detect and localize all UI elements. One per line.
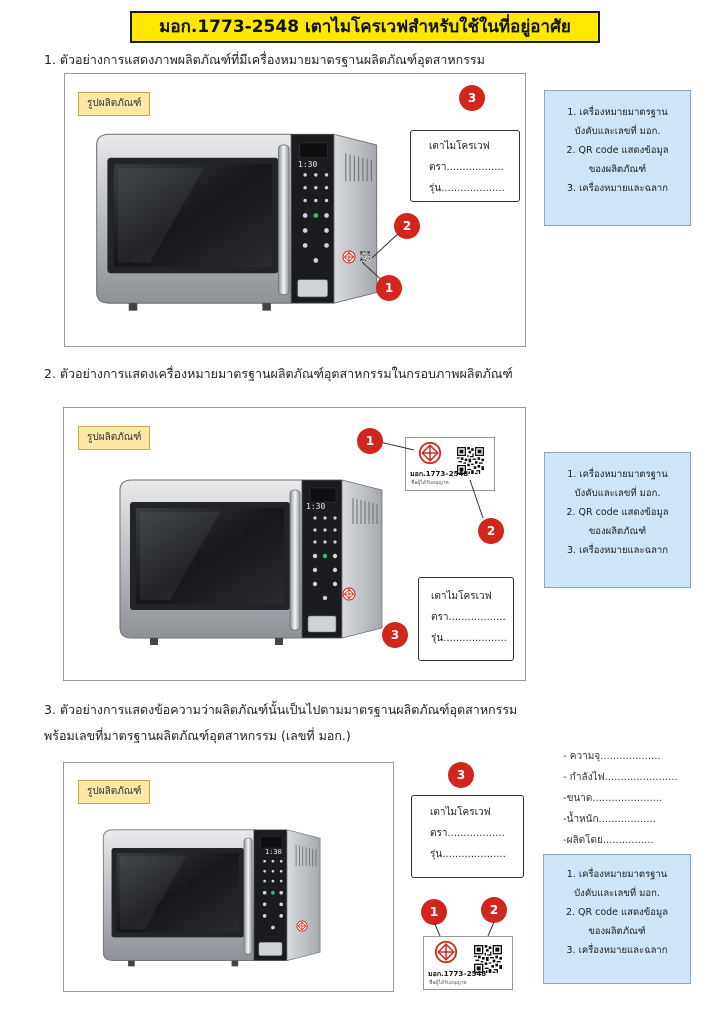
- product-label-3: รูปผลิตภัณฑ์: [78, 780, 151, 804]
- legend-item-2a: 2. QR code แสดงข้อมูล: [566, 507, 669, 518]
- legend-item-2a: 2. QR code แสดงข้อมูล: [566, 145, 669, 156]
- info-line-name: เตาไมโครเวฟ: [430, 807, 491, 818]
- legend-item-1a: 1. เครื่องหมายมาตรฐาน: [566, 869, 668, 880]
- tis-number-3: มอก.1773–2548: [428, 970, 487, 978]
- microwave-image-2: [119, 479, 383, 646]
- tis-mark-small-3: [296, 920, 308, 932]
- info-line-model: รุ่น....................: [430, 849, 506, 860]
- badge-2-sec3: 2: [481, 897, 507, 923]
- product-info-box-2: เตาไมโครเวฟ ตรา.................. รุ่น..…: [418, 577, 514, 661]
- legend-item-1b: บังคับและเลขที่ มอก.: [574, 888, 660, 899]
- spec-weight: -น้ำหนัก..................: [563, 814, 656, 825]
- section-3-heading-line1: 3. ตัวอย่างการแสดงข้อความว่าผลิตภัณฑ์นั้…: [44, 702, 518, 717]
- info-line-brand: ตรา..................: [431, 612, 506, 623]
- badge-2-sec1: 2: [394, 213, 420, 239]
- badge-3-sec3: 3: [448, 762, 474, 788]
- display-time-3: 1:30: [265, 848, 282, 856]
- legend-box-2: 1. เครื่องหมายมาตรฐาน บังคับและเลขที่ มอ…: [544, 452, 691, 588]
- badge-1-sec1: 1: [376, 275, 402, 301]
- product-label-1: รูปผลิตภัณฑ์: [78, 92, 151, 116]
- page-title: มอก.1773-2548 เตาไมโครเวฟสำหรับใช้ในที่อ…: [130, 11, 600, 43]
- legend-item-1b: บังคับและเลขที่ มอก.: [574, 488, 661, 499]
- legend-box-1: 1. เครื่องหมายมาตรฐาน บังคับและเลขที่ มอ…: [544, 90, 691, 226]
- spec-manufacturer: -ผลิตโดย................: [563, 835, 654, 846]
- info-line-brand: ตรา..................: [430, 828, 505, 839]
- tis-mark-small-2: [342, 587, 356, 601]
- info-line-model: รุ่น....................: [431, 633, 507, 644]
- legend-item-1a: 1. เครื่องหมายมาตรฐาน: [567, 107, 668, 118]
- legend-item-2b: ของผลิตภัณฑ์: [588, 526, 647, 537]
- section-1-heading: 1. ตัวอย่างการแสดงภาพผลิตภัณฑ์ที่มีเครื่…: [44, 52, 485, 67]
- display-time-1: 1:30: [298, 160, 318, 169]
- legend-item-3: 3. เครื่องหมายและฉลาก: [567, 545, 668, 556]
- tis-licensee-2: ชื่อผู้ได้รับอนุญาต: [411, 480, 449, 486]
- legend-item-2a: 2. QR code แสดงข้อมูล: [565, 907, 669, 918]
- product-info-box-1: เตาไมโครเวฟ ตรา.................. รุ่น..…: [410, 130, 520, 202]
- legend-item-3: 3. เครื่องหมายและฉลาก: [566, 945, 668, 956]
- tis-number-2: มอก.1773–2548: [410, 470, 469, 478]
- info-line-model: รุ่น....................: [429, 183, 505, 194]
- spec-list: - ความจุ................... - กำลังไฟ...…: [563, 746, 678, 851]
- spec-size: -ขนาด......................: [563, 793, 663, 804]
- info-line-name: เตาไมโครเวฟ: [431, 591, 492, 602]
- legend-item-1b: บังคับและเลขที่ มอก.: [574, 126, 661, 137]
- badge-3-sec2: 3: [382, 622, 408, 648]
- spec-power: - กำลังไฟ.......................: [563, 772, 678, 783]
- info-line-brand: ตรา..................: [429, 162, 504, 173]
- legend-box-3: 1. เครื่องหมายมาตรฐาน บังคับและเลขที่ มอ…: [543, 854, 691, 984]
- spec-capacity: - ความจุ...................: [563, 751, 661, 762]
- badge-1-sec3: 1: [421, 899, 447, 925]
- legend-item-3: 3. เครื่องหมายและฉลาก: [567, 183, 668, 194]
- callout-lines-3: [433, 921, 495, 937]
- badge-1-sec2: 1: [357, 428, 383, 454]
- display-time-2: 1:30: [306, 502, 326, 511]
- legend-item-2b: ของผลิตภัณฑ์: [588, 164, 647, 175]
- tis-mark-3: [434, 940, 458, 964]
- legend-item-2b: ของผลิตภัณฑ์: [588, 926, 646, 937]
- section-3-heading-line2: พร้อมเลขที่มาตรฐานผลิตภัณฑ์อุตสาหกรรม (เ…: [44, 728, 351, 743]
- product-label-2: รูปผลิตภัณฑ์: [78, 426, 151, 450]
- callout-lines-2: [379, 441, 484, 519]
- product-info-box-3: เตาไมโครเวฟ ตรา.................. รุ่น..…: [411, 795, 524, 878]
- badge-3-sec1: 3: [459, 85, 485, 111]
- tis-licensee-3: ชื่อผู้ได้รับอนุญาต: [429, 980, 467, 986]
- legend-item-1a: 1. เครื่องหมายมาตรฐาน: [567, 469, 668, 480]
- section-2-heading: 2. ตัวอย่างการแสดงเครื่องหมายมาตรฐานผลิต…: [44, 366, 513, 381]
- info-line-name: เตาไมโครเวฟ: [429, 141, 490, 152]
- microwave-image-3: [102, 829, 321, 967]
- badge-2-sec2: 2: [478, 518, 504, 544]
